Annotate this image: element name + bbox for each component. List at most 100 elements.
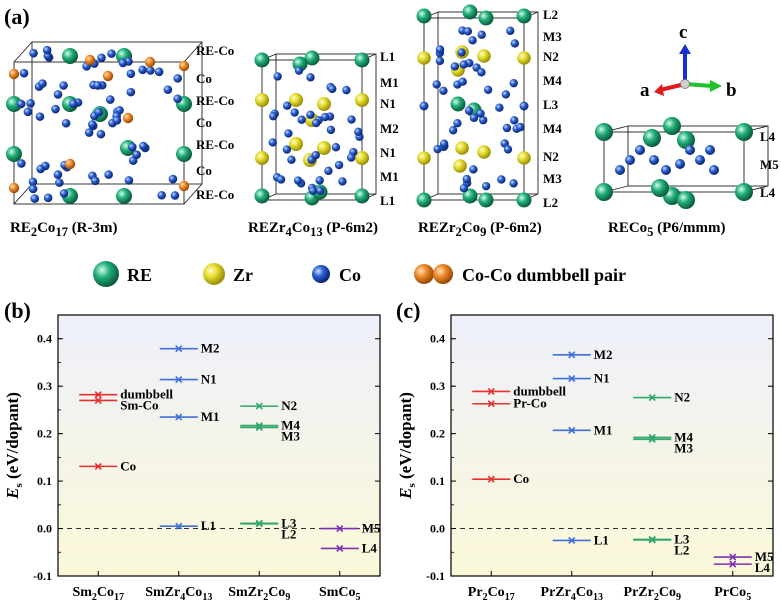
co-atom bbox=[477, 30, 486, 39]
co-atom bbox=[59, 189, 69, 198]
point-marker bbox=[175, 375, 183, 384]
co-atom bbox=[324, 166, 333, 176]
zr-atom bbox=[477, 49, 491, 63]
point-marker bbox=[648, 435, 656, 443]
co-atom bbox=[23, 107, 33, 117]
point-label: L1 bbox=[201, 518, 216, 533]
co-atom bbox=[334, 160, 344, 170]
co-atom bbox=[354, 127, 363, 136]
b-axis-arrowhead bbox=[710, 80, 722, 92]
re-atom bbox=[677, 191, 695, 209]
point-label: L3 bbox=[674, 531, 690, 546]
co-atom bbox=[342, 85, 351, 95]
point-label: L4 bbox=[755, 560, 771, 575]
co-atom bbox=[105, 95, 115, 104]
structure-caption-reco5: RECo5 (P6/mmm) bbox=[608, 220, 726, 239]
co-atom bbox=[154, 67, 164, 77]
point-marker bbox=[175, 413, 183, 421]
point-label: Co bbox=[513, 471, 529, 486]
data-point: M1 bbox=[159, 409, 220, 424]
data-point: L4 bbox=[320, 540, 377, 555]
re-atom bbox=[62, 48, 78, 64]
data-point: M2 bbox=[552, 347, 613, 362]
dumbbell-atom bbox=[178, 60, 190, 72]
co-atom bbox=[43, 193, 53, 203]
legend-re-label: RE bbox=[127, 265, 152, 285]
co-atom bbox=[347, 115, 356, 124]
co-atom bbox=[519, 101, 529, 111]
co-atom bbox=[282, 101, 292, 110]
co-atom bbox=[36, 164, 45, 174]
re-atom bbox=[6, 96, 22, 112]
co-atom bbox=[268, 138, 277, 147]
panel-label-b: (b) bbox=[4, 298, 31, 323]
y-tick-label: -0.1 bbox=[33, 569, 52, 583]
re-atom bbox=[595, 183, 613, 201]
zr-atom bbox=[289, 93, 303, 107]
co-atom bbox=[157, 190, 166, 200]
point-label: M3 bbox=[674, 440, 693, 455]
re-atom bbox=[176, 146, 192, 162]
dumbbell-atom bbox=[178, 180, 190, 192]
co-atom bbox=[509, 78, 518, 88]
co-atom bbox=[312, 118, 321, 128]
data-point: L1 bbox=[552, 532, 609, 547]
co-atom bbox=[146, 66, 155, 75]
co-atom bbox=[88, 120, 97, 129]
data-point: Pr-Co bbox=[472, 396, 547, 411]
site-label: RE-Co bbox=[196, 137, 234, 152]
y-axis-label: Es (eV/dopant) bbox=[3, 392, 25, 500]
data-point: Co bbox=[472, 471, 529, 486]
co-atom bbox=[481, 181, 491, 191]
co-atom bbox=[419, 101, 429, 111]
co-atom bbox=[59, 81, 68, 90]
point-label: M1 bbox=[201, 409, 220, 424]
zr-atom bbox=[455, 141, 469, 155]
data-point: M4 bbox=[240, 418, 301, 433]
co-atom bbox=[435, 56, 445, 66]
co-atom bbox=[90, 176, 100, 186]
co-atom bbox=[30, 194, 40, 203]
co-atom bbox=[457, 48, 466, 57]
structure-caption-rezr2co9: REZr2Co9 (P-6m2) bbox=[418, 220, 542, 239]
plot-frame bbox=[450, 314, 774, 577]
co-atom bbox=[118, 58, 128, 68]
site-label: L1 bbox=[380, 193, 395, 208]
co-atom bbox=[107, 49, 116, 58]
point-marker bbox=[568, 426, 576, 434]
plot-frame bbox=[57, 314, 381, 577]
co-atom bbox=[675, 159, 685, 169]
data-point: Sm-Co bbox=[79, 396, 159, 413]
site-label: RE-Co bbox=[196, 43, 234, 58]
site-label: RE-Co bbox=[196, 93, 234, 108]
legend-zr-label: Zr bbox=[233, 265, 253, 285]
point-marker bbox=[648, 394, 656, 402]
point-label: Co bbox=[120, 458, 136, 473]
plot-area bbox=[58, 315, 380, 576]
co-atom bbox=[510, 39, 520, 48]
co-atom bbox=[661, 165, 671, 175]
y-tick-label: 0.1 bbox=[37, 474, 52, 488]
point-label: N1 bbox=[594, 371, 610, 386]
re-atom bbox=[254, 188, 270, 204]
point-marker bbox=[487, 400, 495, 408]
data-point: N2 bbox=[633, 390, 690, 405]
zr-atom bbox=[517, 151, 531, 165]
site-label: M5 bbox=[760, 157, 779, 172]
zr-atom bbox=[417, 51, 431, 65]
site-label: Co bbox=[196, 163, 212, 178]
y-tick-label: 0.0 bbox=[430, 522, 445, 536]
re-atom bbox=[595, 123, 613, 141]
co-atom bbox=[709, 165, 719, 175]
site-label: M4 bbox=[543, 73, 562, 88]
dumbbell-atom bbox=[64, 158, 76, 170]
data-point: M3 bbox=[240, 423, 301, 444]
point-label: L3 bbox=[281, 515, 297, 530]
co-atom bbox=[124, 176, 134, 185]
point-marker bbox=[336, 544, 344, 553]
point-label: N1 bbox=[201, 372, 217, 387]
co-atom bbox=[94, 107, 104, 117]
y-tick-label: 0.0 bbox=[37, 522, 52, 536]
